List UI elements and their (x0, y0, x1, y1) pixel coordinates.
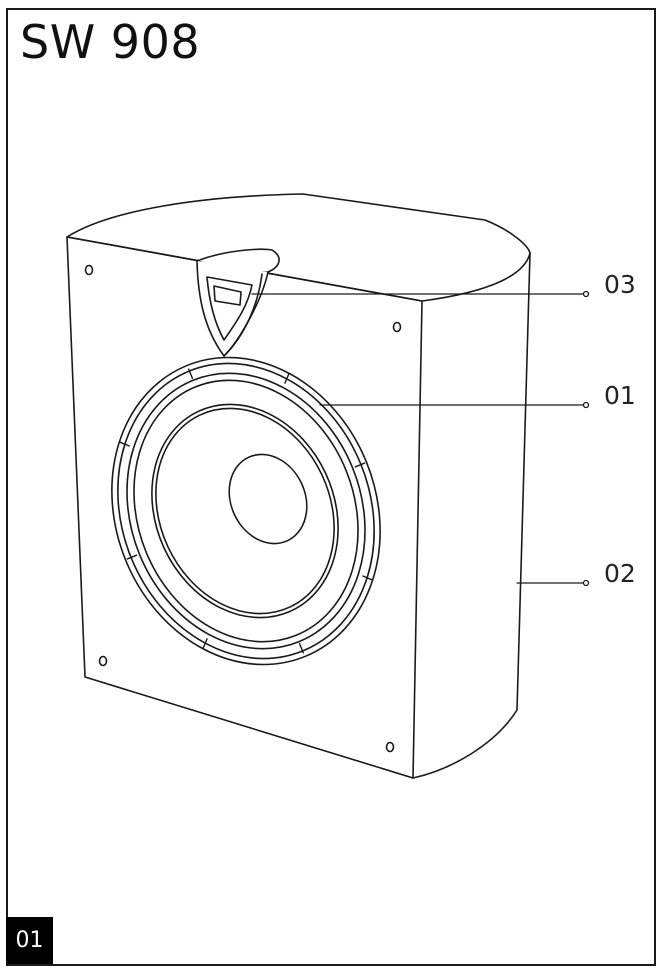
cabinet-top-outline (66, 193, 531, 302)
callout-label-02: 02 (604, 559, 636, 588)
screw-hole-bottom-left (98, 655, 108, 667)
cabinet-side-panel (412, 252, 531, 779)
page-border (6, 8, 656, 966)
woofer-cone (151, 403, 339, 619)
page-title: SW 908 (20, 15, 201, 69)
screw-hole-top-right (392, 321, 402, 333)
woofer-dust-cap (228, 453, 308, 545)
page-number-badge: 01 (6, 917, 53, 964)
screw-hole-top-left (84, 264, 94, 276)
screw-hole-bottom-right (385, 741, 395, 753)
woofer-driver (111, 356, 381, 666)
callout-label-01: 01 (604, 381, 636, 410)
callout-label-03: 03 (604, 270, 636, 299)
leader-dot-02 (582, 579, 590, 587)
front-badge-logo (196, 248, 280, 357)
leader-dot-01 (582, 401, 590, 409)
leader-dot-03 (582, 290, 590, 298)
